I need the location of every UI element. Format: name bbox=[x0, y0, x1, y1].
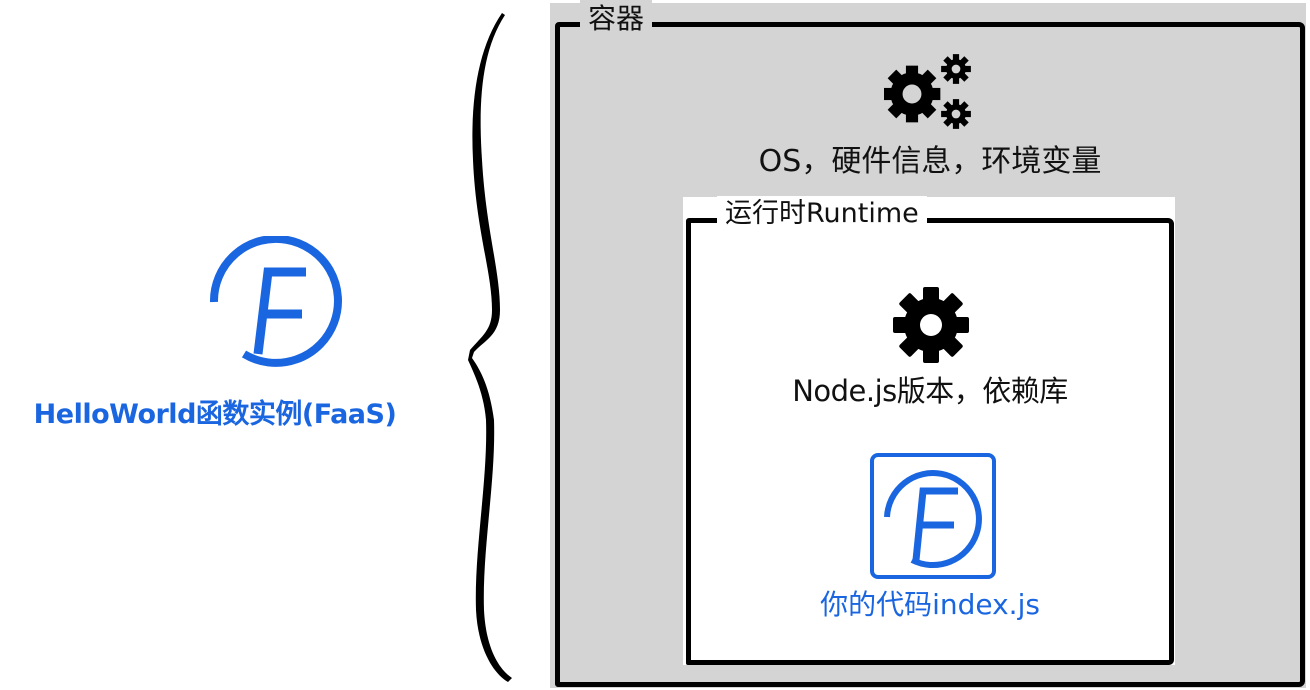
curly-brace-icon bbox=[460, 10, 530, 685]
code-file-icon bbox=[870, 453, 996, 579]
gear-icon bbox=[892, 286, 970, 364]
container-description: OS，硬件信息，环境变量 bbox=[758, 144, 1102, 179]
runtime-description: Node.js版本，依赖库 bbox=[792, 374, 1068, 408]
function-instance-label: HelloWorld函数实例(FaaS) bbox=[33, 399, 397, 430]
runtime-border bbox=[686, 218, 1174, 665]
gears-icon bbox=[883, 50, 976, 132]
container-border bbox=[555, 22, 1305, 687]
runtime-box bbox=[683, 197, 1175, 665]
runtime-title: 运行时Runtime bbox=[717, 196, 927, 232]
code-label: 你的代码index.js bbox=[820, 588, 1040, 621]
faas-function-icon bbox=[206, 234, 346, 370]
container-title: 容器 bbox=[580, 0, 653, 38]
